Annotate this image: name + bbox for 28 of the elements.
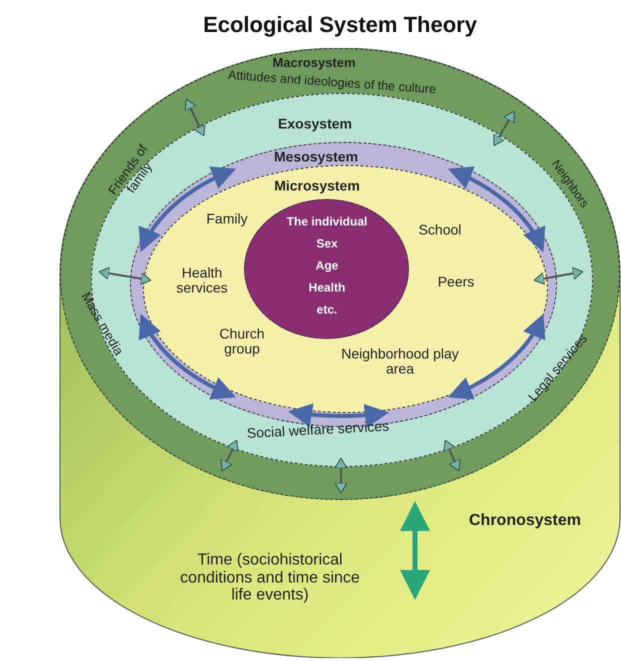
item-label: Neighborhood play area xyxy=(340,346,460,378)
ring-caption: Attitudes and ideologies of the culture xyxy=(228,68,436,98)
double-arrow xyxy=(443,440,461,472)
item-label: Family xyxy=(206,211,248,227)
item-label: Peers xyxy=(438,274,474,290)
ring-label: Exosystem xyxy=(278,116,352,132)
attribute-label: Health xyxy=(308,281,346,295)
center-label: The individual xyxy=(286,215,368,229)
item-label: Health services xyxy=(175,266,229,296)
double-arrow xyxy=(534,267,584,285)
ring-label: Mesosystem xyxy=(274,149,358,165)
double-arrow xyxy=(334,458,348,494)
item-label: Social welfare services xyxy=(246,418,390,442)
attribute-label: etc. xyxy=(316,303,338,317)
double-arrow xyxy=(493,110,515,146)
ring-label: Microsystem xyxy=(274,178,360,194)
double-arrow xyxy=(98,267,152,285)
ring-label: Chronosystem xyxy=(468,512,582,530)
attribute-label: Age xyxy=(316,259,338,273)
double-arrow xyxy=(220,440,238,472)
attribute-label: Sex xyxy=(316,237,338,251)
time-arrow xyxy=(400,501,430,600)
ring-label: Macrosystem xyxy=(272,56,356,70)
diagram-title: Ecological System Theory xyxy=(202,12,478,38)
item-label: School xyxy=(418,222,462,238)
description-text: Time (sociohistorical conditions and time since life events) xyxy=(179,552,361,604)
double-arrow xyxy=(184,98,206,136)
item-label: Church group xyxy=(218,326,266,358)
